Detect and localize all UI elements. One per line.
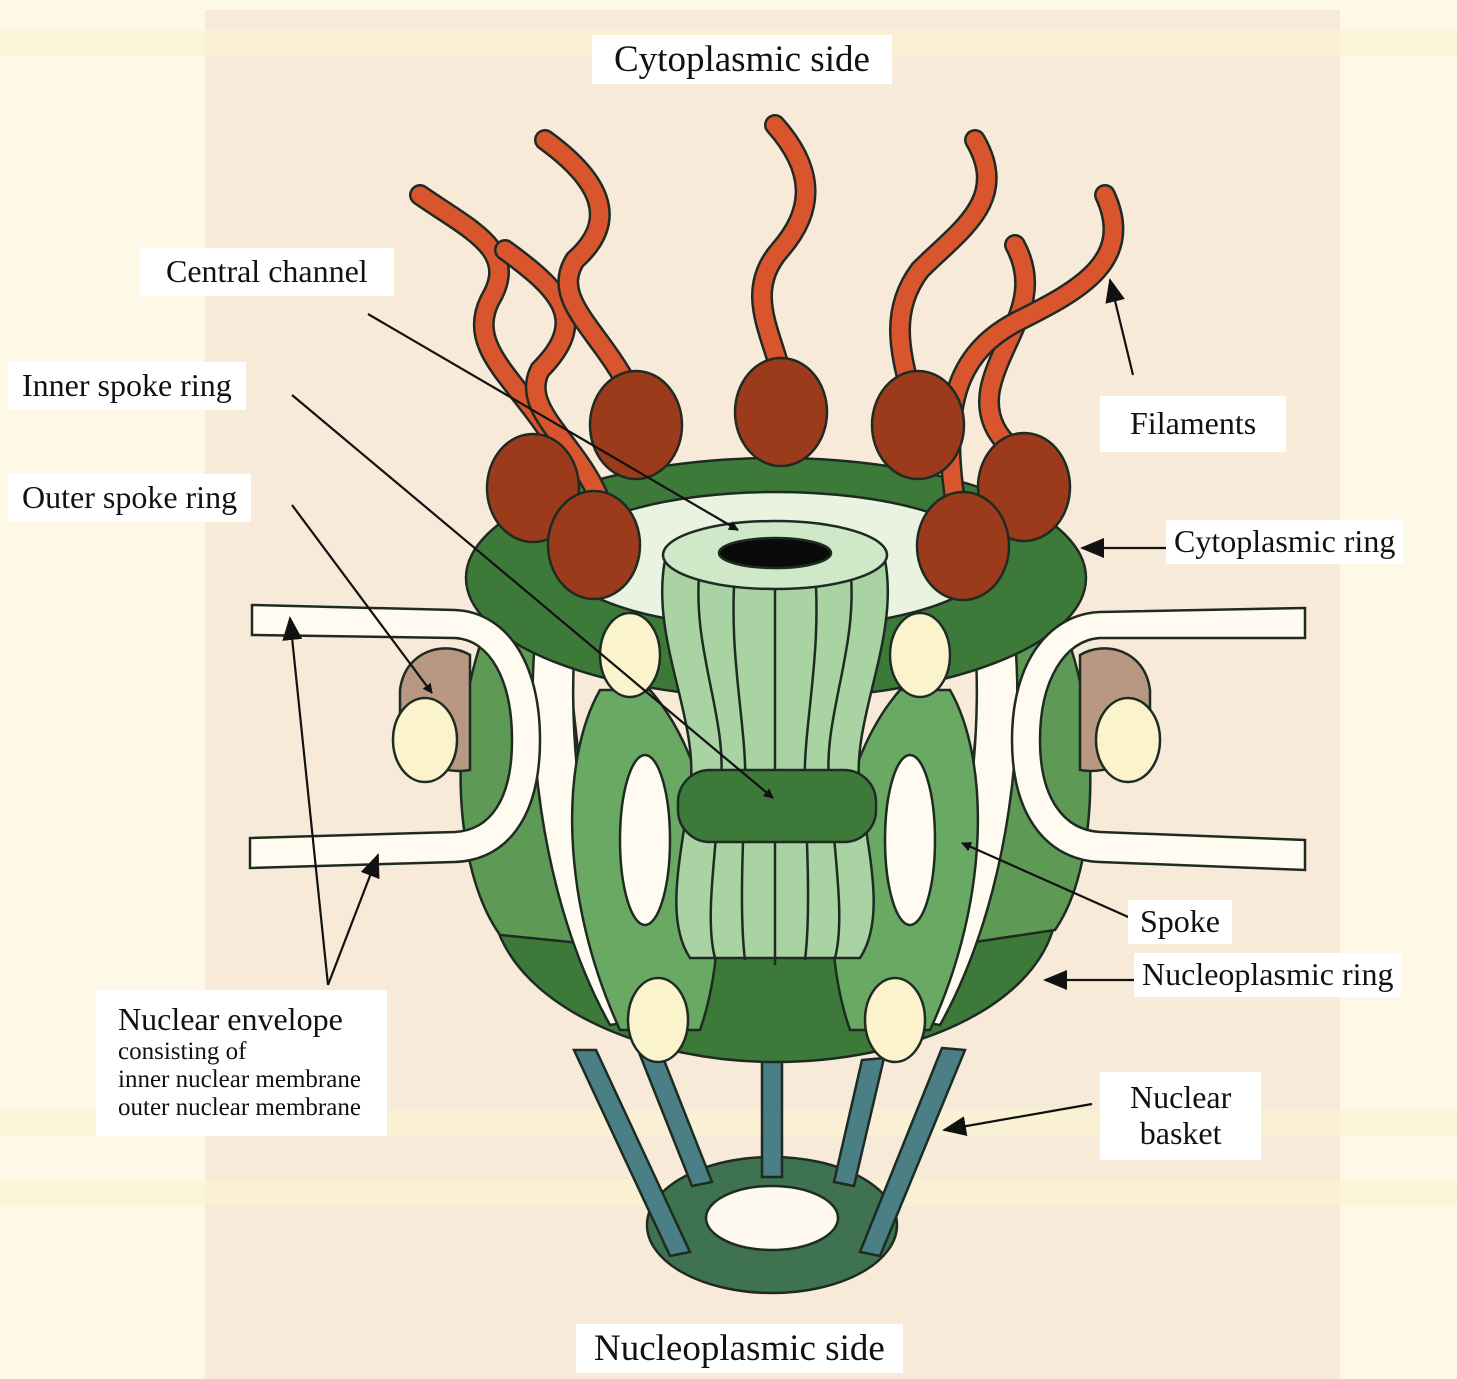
bead xyxy=(865,978,925,1062)
spoke-label: Spoke xyxy=(1128,900,1232,944)
nuclear-basket-label: Nuclear basket xyxy=(1100,1072,1261,1160)
cytoplasmic-ring-label: Cytoplasmic ring xyxy=(1166,520,1403,564)
central-channel-label: Central channel xyxy=(140,248,394,296)
bead xyxy=(890,613,950,697)
basket-ring-hole xyxy=(706,1186,838,1250)
outer-spoke-ring-label: Outer spoke ring xyxy=(8,474,251,522)
nuclear-envelope-title: Nuclear envelope xyxy=(118,1002,361,1038)
bead xyxy=(393,698,457,782)
bead xyxy=(600,613,660,697)
central-channel xyxy=(662,521,888,965)
filament-knob xyxy=(735,358,827,466)
leader-nuclear-basket xyxy=(944,1104,1092,1130)
nuclear-envelope-sub1: consisting of xyxy=(118,1038,361,1066)
inner-spoke-ring-band xyxy=(678,770,876,842)
leader-envelope-inner xyxy=(328,855,378,985)
leader-outer-spoke-ring xyxy=(292,505,432,693)
inner-spoke-ring-label: Inner spoke ring xyxy=(8,362,246,410)
filament-knob xyxy=(872,371,964,479)
inner-spoke-ring xyxy=(678,770,876,842)
central-channel-opening xyxy=(719,538,831,568)
nuclear-basket-label-line2: basket xyxy=(1130,1116,1231,1152)
filament-knob xyxy=(917,492,1009,600)
filament-knob xyxy=(548,491,640,599)
leader-envelope-outer xyxy=(290,618,328,985)
nucleoplasmic-ring-label: Nucleoplasmic ring xyxy=(1134,953,1401,997)
nuclear-envelope-sub2: inner nuclear membrane xyxy=(118,1066,361,1094)
spoke-right-window xyxy=(885,755,935,925)
nuclear-envelope-sub3: outer nuclear membrane xyxy=(118,1094,361,1122)
nuclear-basket-label-line1: Nuclear xyxy=(1130,1080,1231,1116)
nucleoplasmic-side-label: Nucleoplasmic side xyxy=(576,1324,903,1373)
bead xyxy=(1096,698,1160,782)
spoke-left-window xyxy=(620,755,670,925)
filament-knob xyxy=(590,371,682,479)
bead xyxy=(628,978,688,1062)
filaments-label: Filaments xyxy=(1100,396,1286,452)
leader-filaments xyxy=(1110,280,1133,375)
basket-rod xyxy=(834,1058,884,1186)
cytoplasmic-side-label: Cytoplasmic side xyxy=(592,35,892,84)
nuclear-envelope-label: Nuclear envelope consisting of inner nuc… xyxy=(96,990,387,1136)
